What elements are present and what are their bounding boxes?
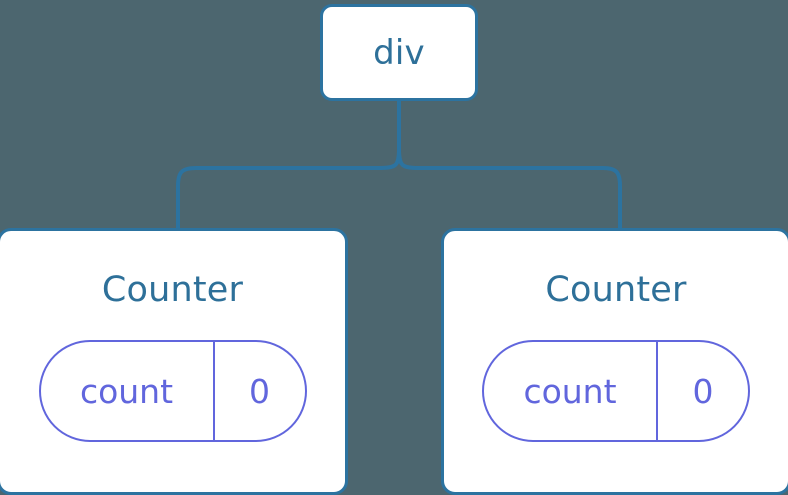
- state-value-right: 0: [692, 371, 714, 411]
- connector-branch-right: [397, 148, 622, 230]
- node-counter-right-title: Counter: [545, 270, 687, 310]
- node-div-label: div: [373, 32, 425, 73]
- state-key-left: count: [41, 342, 215, 440]
- state-value-left: 0: [249, 371, 270, 411]
- node-counter-left[interactable]: Counter count 0: [0, 228, 348, 495]
- state-pill-left[interactable]: count 0: [38, 340, 307, 442]
- node-counter-left-title: Counter: [101, 270, 244, 310]
- connector-branch-left: [176, 148, 401, 230]
- node-counter-right[interactable]: Counter count 0: [441, 228, 788, 495]
- node-div[interactable]: div: [320, 4, 478, 101]
- state-pill-right[interactable]: count 0: [482, 340, 750, 442]
- state-key-right: count: [484, 342, 658, 440]
